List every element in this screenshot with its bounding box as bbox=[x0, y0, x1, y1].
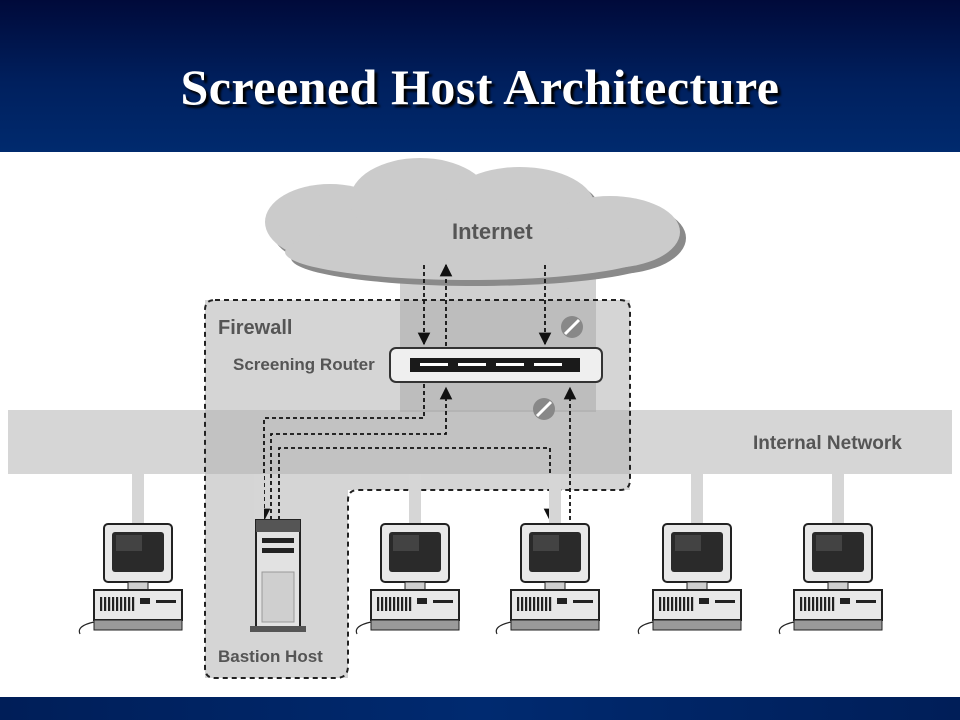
router-label: Screening Router bbox=[233, 355, 375, 374]
workstation bbox=[78, 474, 183, 635]
path-bastion-to-router bbox=[270, 386, 453, 520]
workstation bbox=[778, 474, 883, 635]
firewall-label: Firewall bbox=[218, 317, 292, 339]
internal-network-label: Internal Network bbox=[753, 433, 902, 454]
slide-title: Screened Host Architecture bbox=[180, 59, 780, 115]
internet-label: Internet bbox=[452, 219, 533, 244]
bastion-host-label: Bastion Host bbox=[218, 647, 323, 666]
path-router-to-bastion bbox=[257, 384, 425, 522]
internet-cloud bbox=[265, 158, 686, 286]
workstation bbox=[637, 474, 742, 635]
workstation bbox=[495, 474, 600, 635]
bastion-host-tower bbox=[250, 474, 306, 632]
firewall-boundary bbox=[204, 299, 631, 679]
blocked-icon bbox=[533, 398, 555, 420]
internet-uplink bbox=[400, 262, 596, 412]
workstations bbox=[78, 474, 883, 635]
screening-router bbox=[389, 347, 603, 383]
blocked-icon bbox=[561, 316, 583, 338]
workstation bbox=[355, 474, 460, 635]
network-diagram: Internet Firewall Screening Router Inter… bbox=[8, 158, 952, 679]
slide-footer bbox=[0, 697, 960, 720]
slide-header bbox=[0, 0, 960, 152]
